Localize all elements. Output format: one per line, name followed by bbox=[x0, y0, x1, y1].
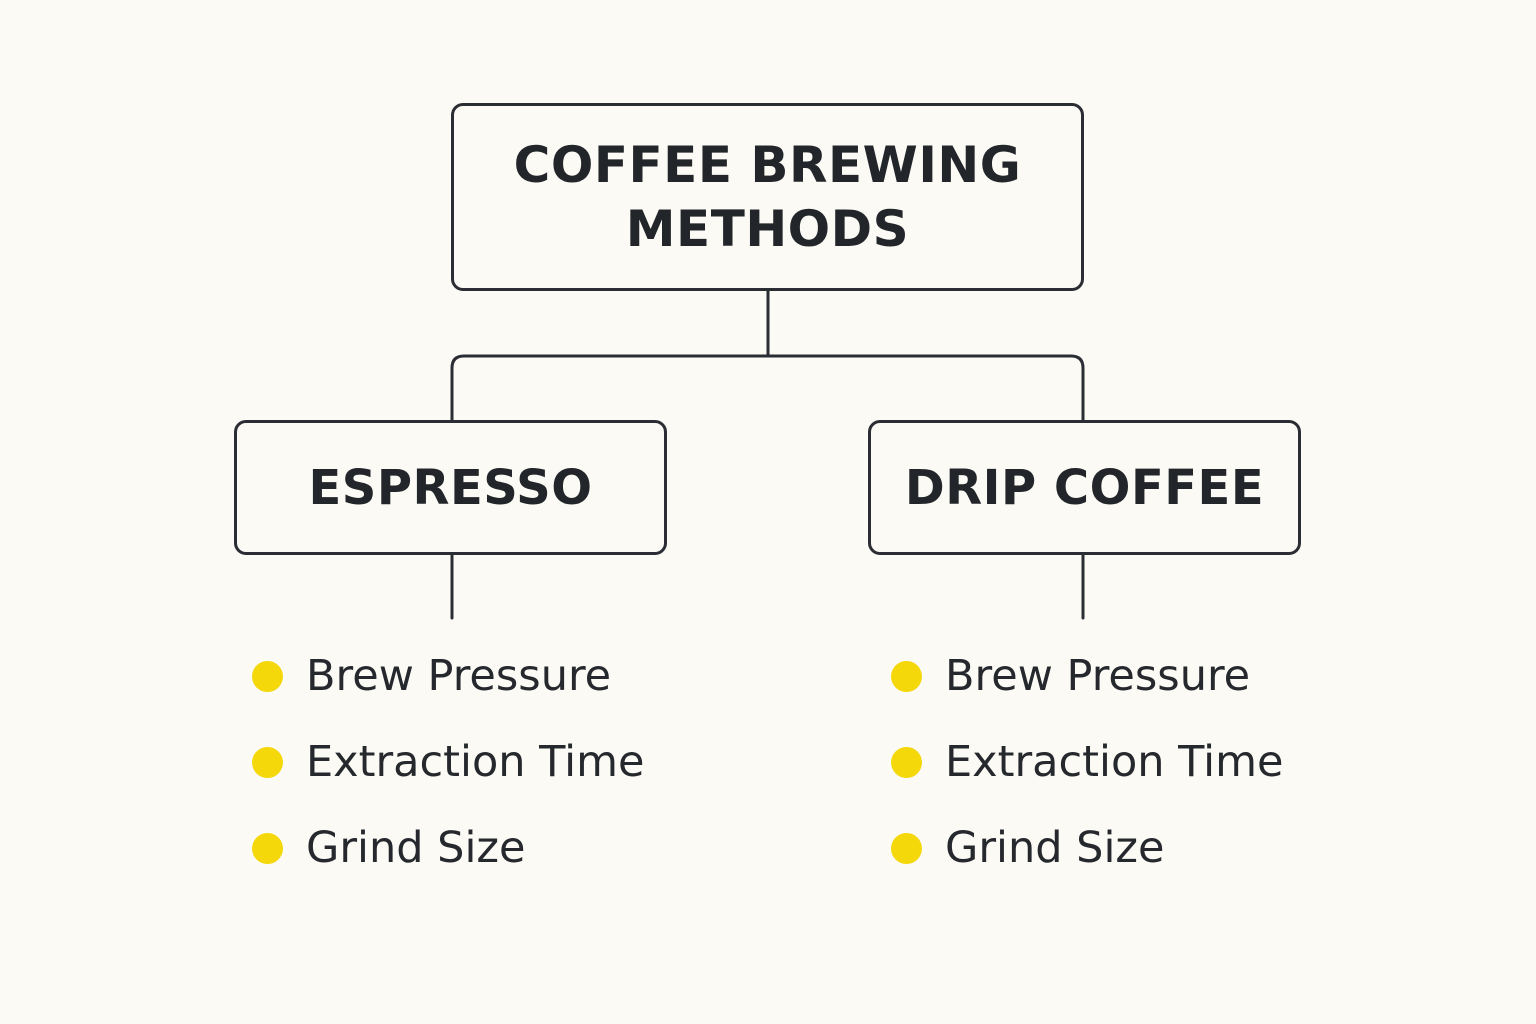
drip-coffee-node: DRIP COFFEE bbox=[868, 420, 1301, 555]
branch-bracket-line bbox=[450, 354, 1085, 422]
espresso-factor-list: Brew Pressure Extraction Time Grind Size bbox=[252, 633, 644, 891]
bullet-dot-icon bbox=[252, 660, 283, 692]
list-item: Extraction Time bbox=[252, 719, 644, 805]
bullet-dot-icon bbox=[891, 746, 922, 778]
root-title-line-2: METHODS bbox=[625, 200, 910, 258]
espresso-node: ESPRESSO bbox=[234, 420, 667, 555]
drip-coffee-label: DRIP COFFEE bbox=[904, 459, 1265, 516]
list-item: Brew Pressure bbox=[891, 633, 1283, 719]
list-item: Grind Size bbox=[252, 805, 644, 891]
bullet-dot-icon bbox=[252, 746, 283, 778]
list-item-label: Brew Pressure bbox=[945, 651, 1251, 701]
list-item-label: Grind Size bbox=[306, 823, 526, 873]
list-item-label: Extraction Time bbox=[306, 737, 645, 787]
root-title: COFFEE BREWING METHODS bbox=[514, 133, 1022, 261]
list-item: Grind Size bbox=[891, 805, 1283, 891]
bullet-dot-icon bbox=[891, 660, 922, 692]
list-item: Brew Pressure bbox=[252, 633, 644, 719]
list-item: Extraction Time bbox=[891, 719, 1283, 805]
root-title-line-1: COFFEE BREWING bbox=[513, 136, 1022, 194]
list-item-label: Extraction Time bbox=[945, 737, 1284, 787]
drip-coffee-factor-list: Brew Pressure Extraction Time Grind Size bbox=[891, 633, 1283, 891]
bullet-dot-icon bbox=[891, 832, 922, 864]
espresso-label: ESPRESSO bbox=[308, 459, 593, 516]
root-node: COFFEE BREWING METHODS bbox=[451, 103, 1084, 291]
bullet-dot-icon bbox=[252, 832, 283, 864]
list-item-label: Grind Size bbox=[945, 823, 1165, 873]
list-item-label: Brew Pressure bbox=[306, 651, 612, 701]
